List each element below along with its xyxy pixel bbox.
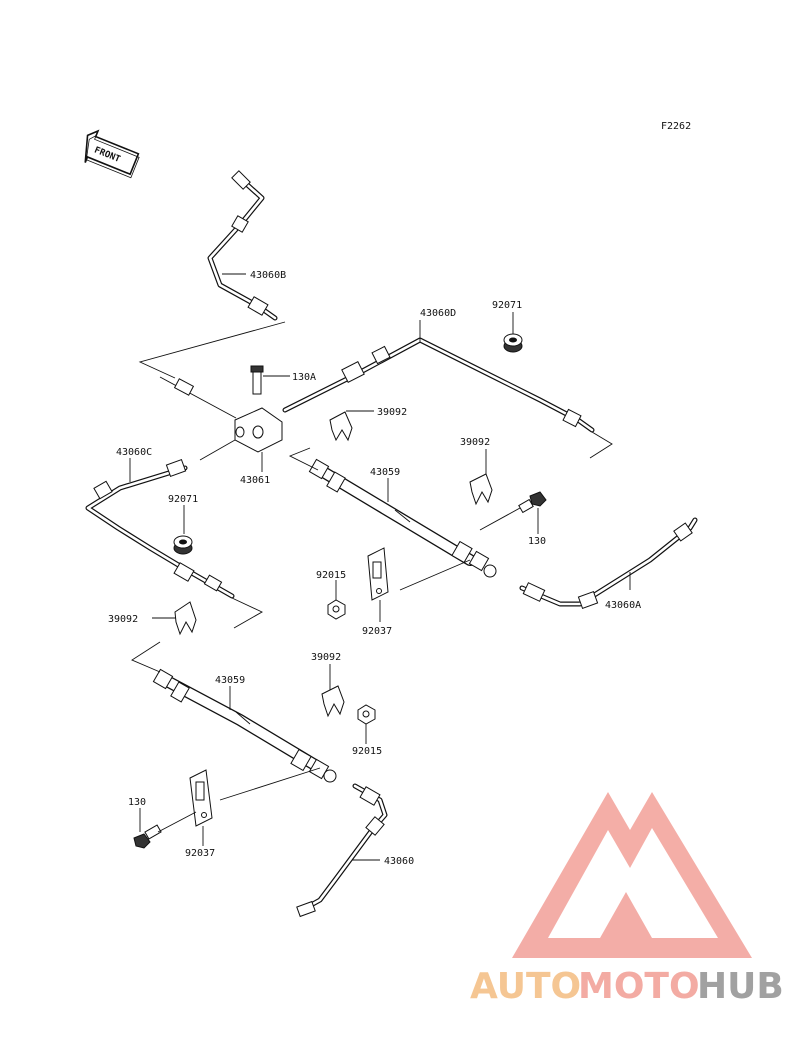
label-130a: 130A: [292, 372, 316, 383]
label-43059-lower: 43059: [215, 675, 245, 686]
nut-92015-lower: [357, 704, 376, 725]
label-130-left: 130: [128, 797, 146, 808]
label-39092-c: 39092: [108, 614, 138, 625]
label-43061: 43061: [240, 475, 270, 486]
label-92015-lower: 92015: [352, 746, 382, 757]
junction-block-43061: [234, 407, 283, 453]
label-92071-mid: 92071: [168, 494, 198, 505]
bracket-92037-upper: [367, 547, 389, 601]
watermark-triangle-icon: [512, 792, 752, 958]
front-arrow-icon: FRONT: [84, 129, 140, 179]
watermark-auto: AUTO: [470, 966, 581, 1007]
label-leaders: [129, 273, 631, 861]
bolt-130-right: [518, 491, 547, 514]
label-43060c: 43060C: [116, 447, 152, 458]
label-39092-a: 39092: [377, 407, 407, 418]
grommet-92071-mid: [173, 535, 193, 555]
label-43060a: 43060A: [605, 600, 641, 611]
bracket-92037-lower: [189, 769, 213, 827]
connection-lines: [131, 321, 613, 833]
label-92071-top: 92071: [492, 300, 522, 311]
automotohub-logo: AUTO MOTO HUB: [470, 792, 784, 1007]
label-130-right: 130: [528, 536, 546, 547]
watermark-hub: HUB: [697, 966, 784, 1007]
nut-92015-upper: [327, 599, 346, 620]
fitting-block-left: [159, 376, 237, 419]
brake-pipe-43060d: [282, 337, 595, 433]
clip-39092-c: [174, 601, 197, 636]
watermark-moto: MOTO: [578, 966, 700, 1007]
label-92015-upper: 92015: [316, 570, 346, 581]
label-39092-b: 39092: [460, 437, 490, 448]
grommet-92071-top: [503, 333, 523, 353]
brake-pipe-43060a: [519, 517, 698, 610]
label-92037-upper: 92037: [362, 626, 392, 637]
label-92037-lower: 92037: [185, 848, 215, 859]
brake-pipe-43060c: [85, 439, 236, 599]
brake-pipe-43060b: [207, 170, 278, 321]
bolt-130a: [250, 365, 290, 395]
brake-hose-43059-lower: [152, 668, 337, 783]
brake-hose-43059-upper: [308, 458, 497, 578]
label-43060d: 43060D: [420, 308, 456, 319]
label-43060b: 43060B: [250, 270, 286, 281]
label-43060: 43060: [384, 856, 414, 867]
clip-39092-a: [329, 411, 353, 442]
figure-code: F2262: [661, 121, 691, 132]
clip-39092-d: [321, 685, 345, 718]
clip-39092-b: [469, 473, 493, 506]
part-labels: 43060B 130A 43060D 92071 39092 43060C 43…: [108, 270, 641, 867]
label-39092-d: 39092: [311, 652, 341, 663]
brake-pipe-43060: [296, 783, 388, 918]
label-43059-upper: 43059: [370, 467, 400, 478]
bolt-130-left: [133, 824, 162, 849]
